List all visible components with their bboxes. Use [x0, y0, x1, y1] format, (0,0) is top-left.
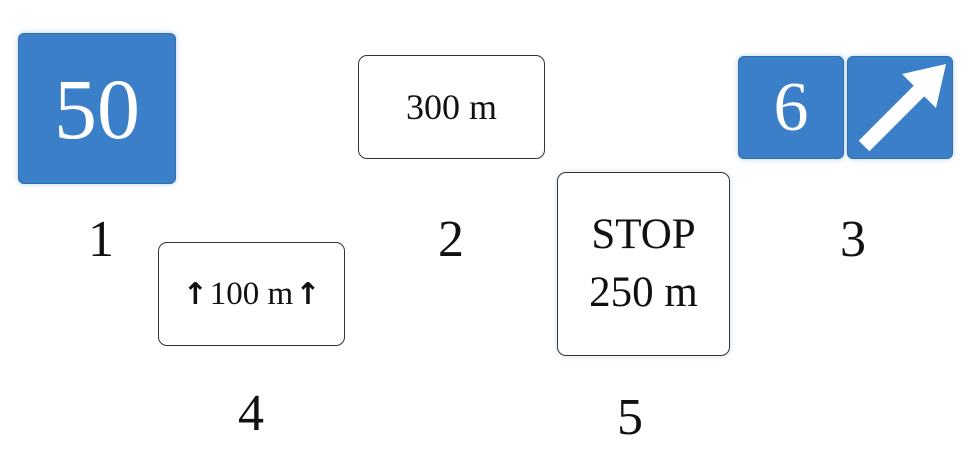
sign-4-text: 100 m — [209, 275, 294, 312]
sign-3-label: 3 — [840, 211, 866, 268]
sign-5-line-1: STOP — [591, 210, 696, 258]
sign-5-line-2: 250 m — [589, 269, 698, 316]
sign-2-300m: 300 m — [358, 55, 545, 159]
sign-4-label: 4 — [238, 385, 264, 442]
sign-4-100m: ↑ 100 m ↑ — [158, 242, 345, 346]
sign-3-arrow-panel — [847, 56, 953, 159]
sign-2-text: 300 m — [405, 87, 497, 127]
sign-3-text: 6 — [773, 68, 809, 146]
sign-1-text: 50 — [54, 60, 140, 157]
arrow-up-icon: ↑ — [295, 276, 321, 312]
sign-3-number-panel: 6 — [738, 56, 844, 159]
sign-1-label: 1 — [88, 211, 114, 268]
sign-1-blue-50: 50 — [18, 33, 176, 184]
arrow-up-right-icon — [858, 63, 946, 151]
sign-5-stop-250m: STOP 250 m — [557, 172, 730, 356]
sign-5-label: 5 — [617, 389, 643, 446]
sign-2-label: 2 — [438, 211, 464, 268]
arrow-up-icon: ↑ — [182, 276, 208, 312]
